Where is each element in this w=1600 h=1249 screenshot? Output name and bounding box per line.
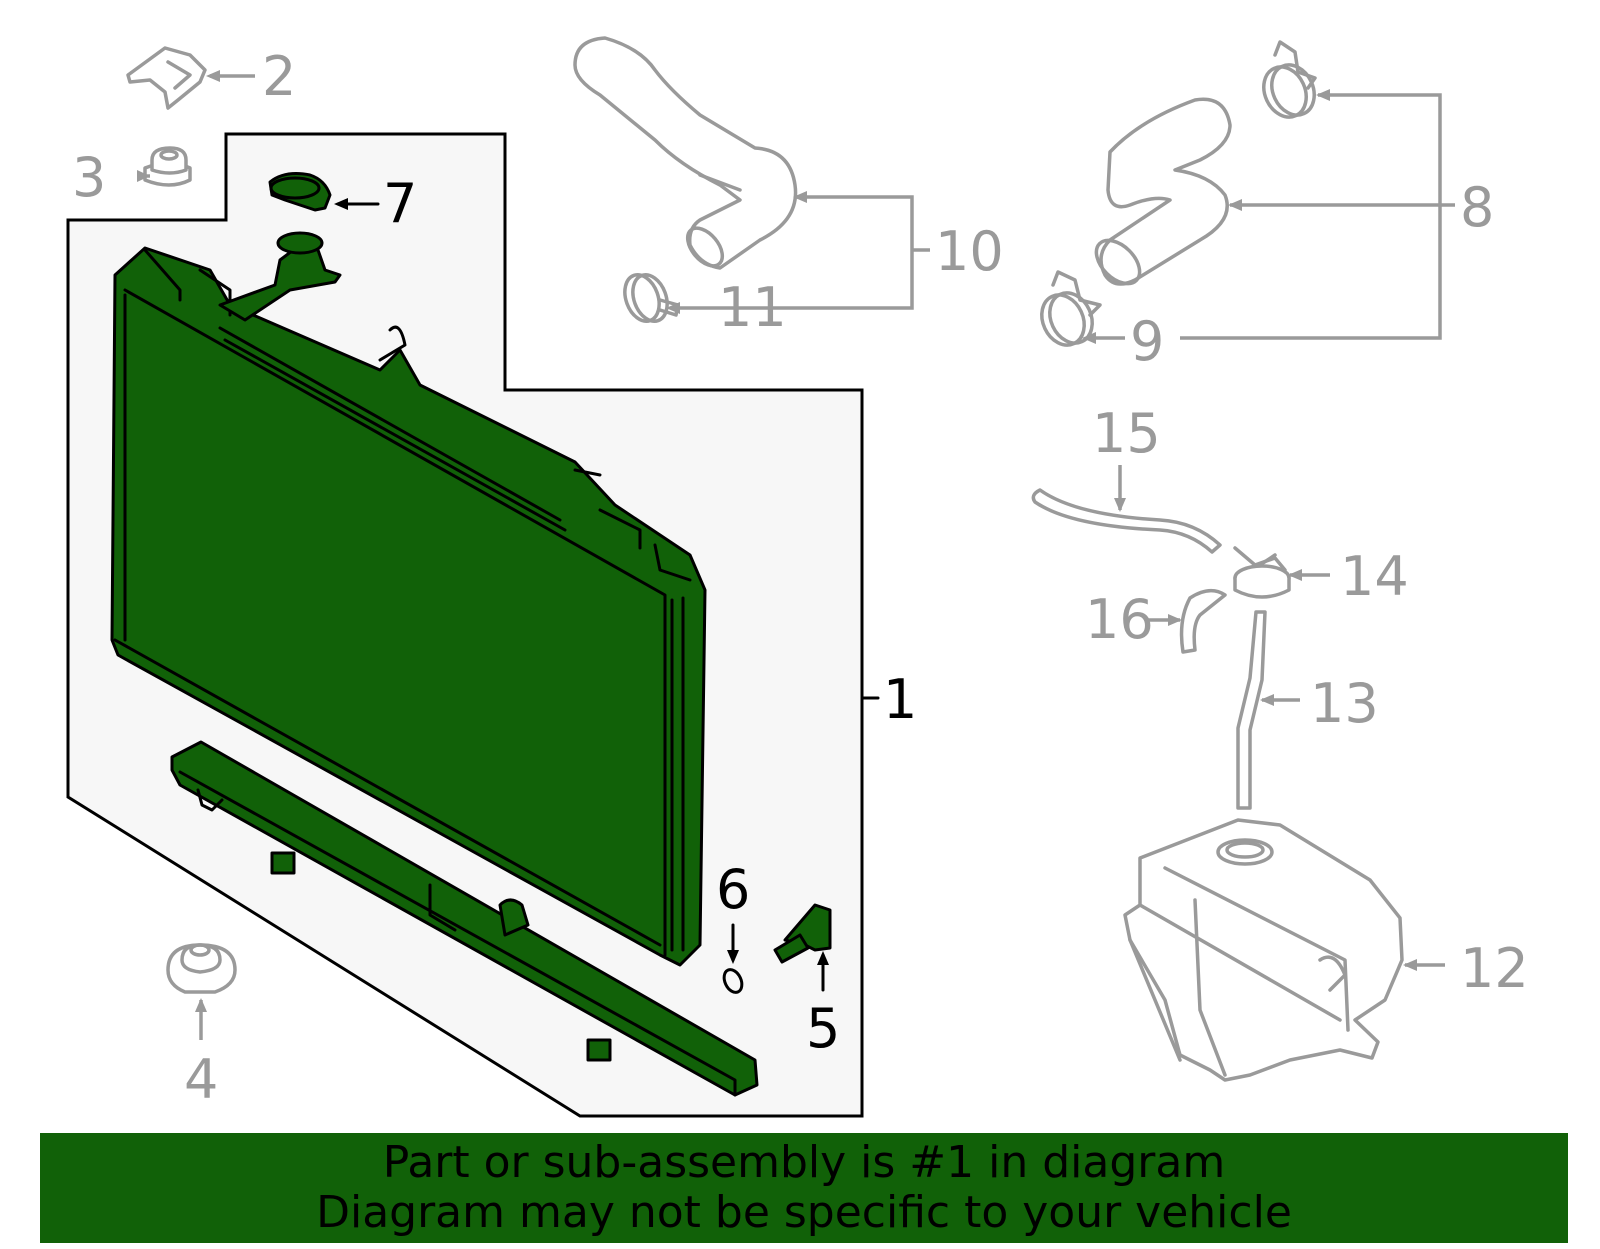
hose-clamp-9[interactable] (1034, 270, 1102, 352)
bracket-2[interactable] (126, 46, 207, 110)
leader-arrowheads-gray (137, 70, 1417, 1012)
radiator-core[interactable] (110, 246, 707, 967)
callout-9[interactable]: 9 (1130, 310, 1164, 373)
lower-support-bar (170, 740, 759, 1097)
o-ring-6[interactable] (721, 967, 746, 996)
callout-1[interactable]: 1 (883, 668, 917, 731)
banner-line-1: Part or sub-assembly is #1 in diagram (382, 1137, 1226, 1188)
callout-8[interactable]: 8 (1460, 176, 1494, 239)
callout-11[interactable]: 11 (718, 276, 787, 339)
hose-clamp-11[interactable] (619, 270, 680, 326)
reservoir-cap-14[interactable] (1233, 546, 1291, 599)
radiator-cap-7[interactable] (268, 172, 332, 212)
callout-4[interactable]: 4 (184, 1048, 218, 1111)
callout-16[interactable]: 16 (1085, 588, 1154, 651)
overflow-hose-15[interactable] (1031, 488, 1222, 554)
callout-10[interactable]: 10 (935, 220, 1004, 283)
drain-plug-5[interactable] (773, 903, 832, 964)
callout-12[interactable]: 12 (1460, 937, 1529, 1000)
info-banner: Part or sub-assembly is #1 in diagram Di… (40, 1133, 1568, 1243)
callout-5[interactable]: 5 (806, 997, 840, 1060)
callout-15[interactable]: 15 (1092, 402, 1161, 465)
grommet-3[interactable] (143, 146, 192, 187)
banner-line-2: Diagram may not be specific to your vehi… (316, 1187, 1292, 1238)
hose-clamp-8-upper[interactable] (1256, 40, 1322, 124)
callout-14[interactable]: 14 (1340, 545, 1409, 608)
coolant-reservoir-12[interactable] (1123, 818, 1404, 1082)
small-hose-16[interactable] (1179, 588, 1227, 654)
mount-4[interactable] (166, 943, 237, 994)
callout-2[interactable]: 2 (262, 45, 296, 108)
callout-6[interactable]: 6 (716, 858, 750, 921)
callout-3[interactable]: 3 (72, 146, 106, 209)
filler-neck (218, 231, 342, 322)
callout-13[interactable]: 13 (1310, 672, 1379, 735)
upper-hose-10[interactable] (573, 36, 798, 272)
reservoir-hose-13[interactable] (1236, 610, 1267, 810)
lower-hose-8[interactable] (1088, 97, 1232, 291)
callout-7[interactable]: 7 (383, 172, 417, 235)
leader-arrowheads-black (334, 198, 829, 965)
